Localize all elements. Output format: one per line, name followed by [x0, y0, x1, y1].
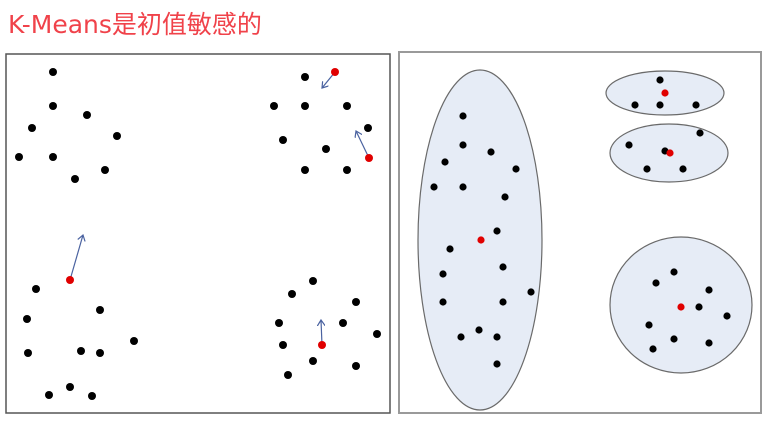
data-point: [288, 290, 296, 298]
data-point: [301, 102, 309, 110]
centroid-points: [66, 68, 373, 349]
data-point: [101, 166, 109, 174]
data-point: [270, 102, 278, 110]
data-point: [96, 306, 104, 314]
data-point: [279, 341, 287, 349]
data-point: [49, 102, 57, 110]
data-point: [96, 349, 104, 357]
arrow-icon: [69, 235, 83, 281]
data-points: [15, 68, 381, 400]
data-point: [83, 111, 91, 119]
arrow-icon: [356, 131, 370, 159]
data-point: [352, 298, 360, 306]
left-panel-border: [5, 53, 391, 414]
centroid-point: [66, 276, 74, 284]
data-point: [322, 145, 330, 153]
data-point: [32, 285, 40, 293]
arrow-icon: [321, 320, 322, 346]
data-point: [77, 347, 85, 355]
data-point: [339, 319, 347, 327]
data-point: [279, 136, 287, 144]
data-point: [364, 124, 372, 132]
centroid-point: [318, 341, 326, 349]
data-point: [309, 357, 317, 365]
data-point: [15, 153, 23, 161]
data-point: [284, 371, 292, 379]
centroid-point: [331, 68, 339, 76]
data-point: [24, 349, 32, 357]
data-point: [71, 175, 79, 183]
data-point: [23, 315, 31, 323]
data-point: [45, 391, 53, 399]
data-point: [49, 153, 57, 161]
data-point: [49, 68, 57, 76]
data-point: [301, 166, 309, 174]
data-point: [88, 392, 96, 400]
data-point: [275, 319, 283, 327]
data-point: [301, 73, 309, 81]
centroid-point: [365, 154, 373, 162]
data-point: [352, 362, 360, 370]
data-point: [343, 166, 351, 174]
data-point: [130, 337, 138, 345]
data-point: [343, 102, 351, 110]
data-point: [309, 277, 317, 285]
data-point: [373, 330, 381, 338]
data-point: [113, 132, 121, 140]
data-point: [28, 124, 36, 132]
data-point: [66, 383, 74, 391]
slide-title: K-Means是初值敏感的: [8, 10, 262, 39]
